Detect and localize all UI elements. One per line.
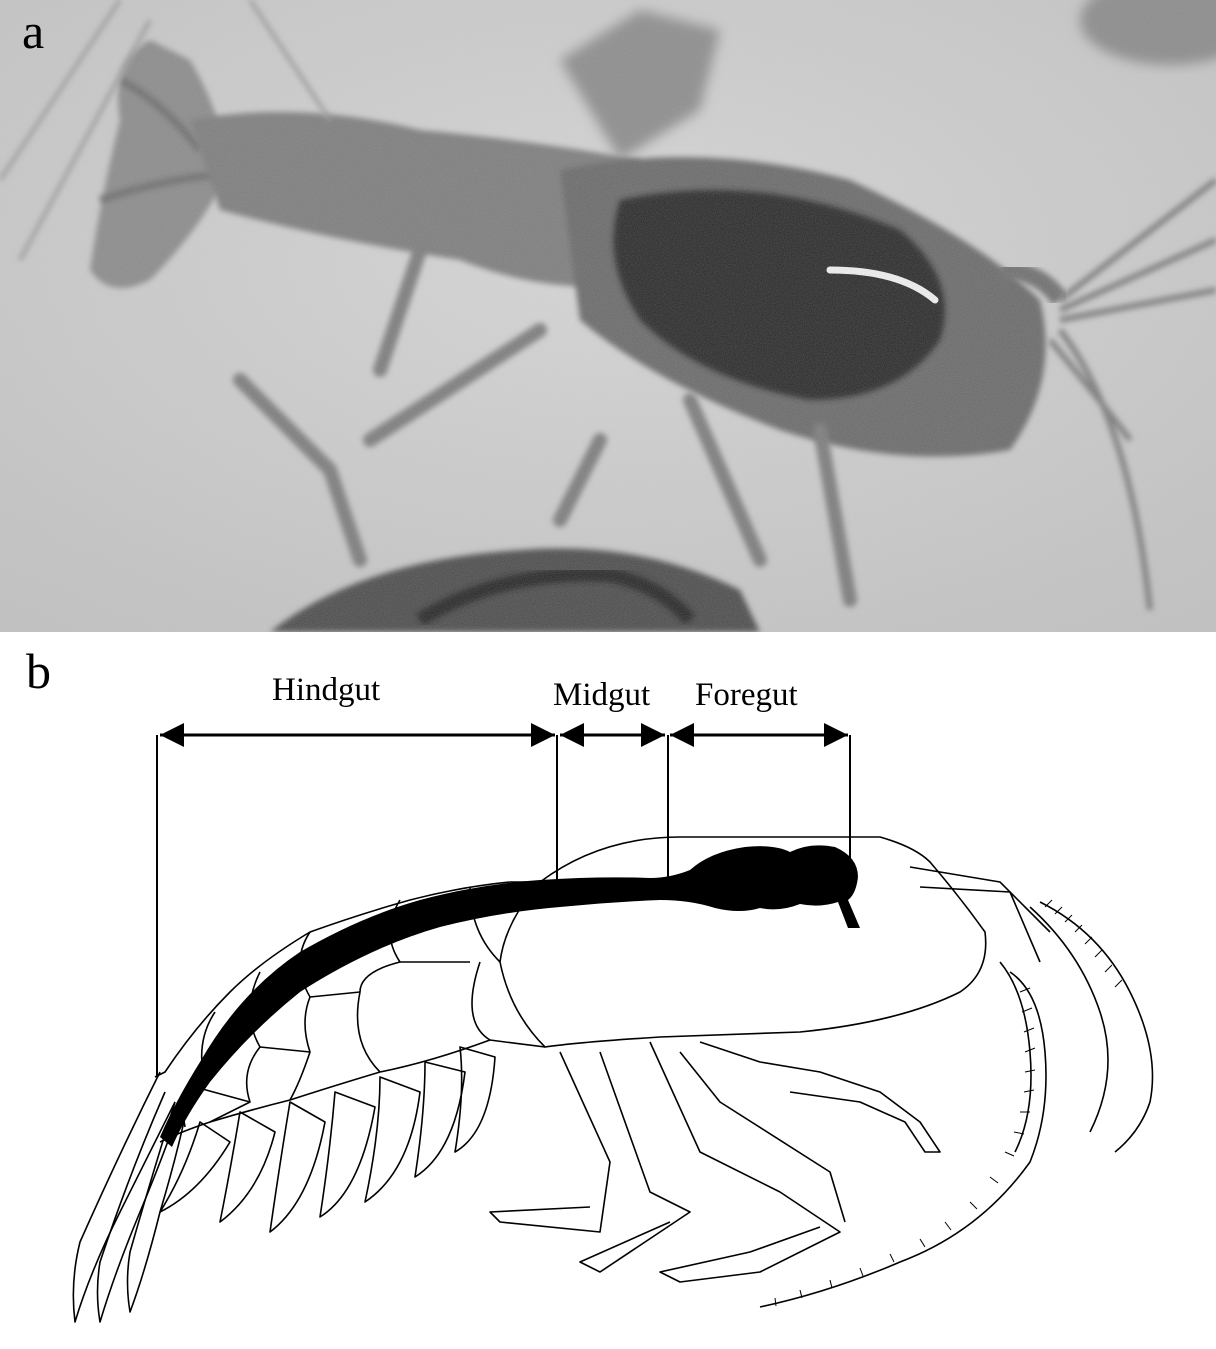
antenna-segments (775, 900, 1122, 1306)
diagram-panel: b Hindgut Midgut Foregut (0, 632, 1216, 1349)
panel-letter-a: a (22, 6, 44, 56)
shrimp-photograph (0, 0, 1216, 632)
photo-panel: a (0, 0, 1216, 632)
shrimp-line-drawing (0, 632, 1216, 1349)
body-outline (73, 837, 1152, 1322)
